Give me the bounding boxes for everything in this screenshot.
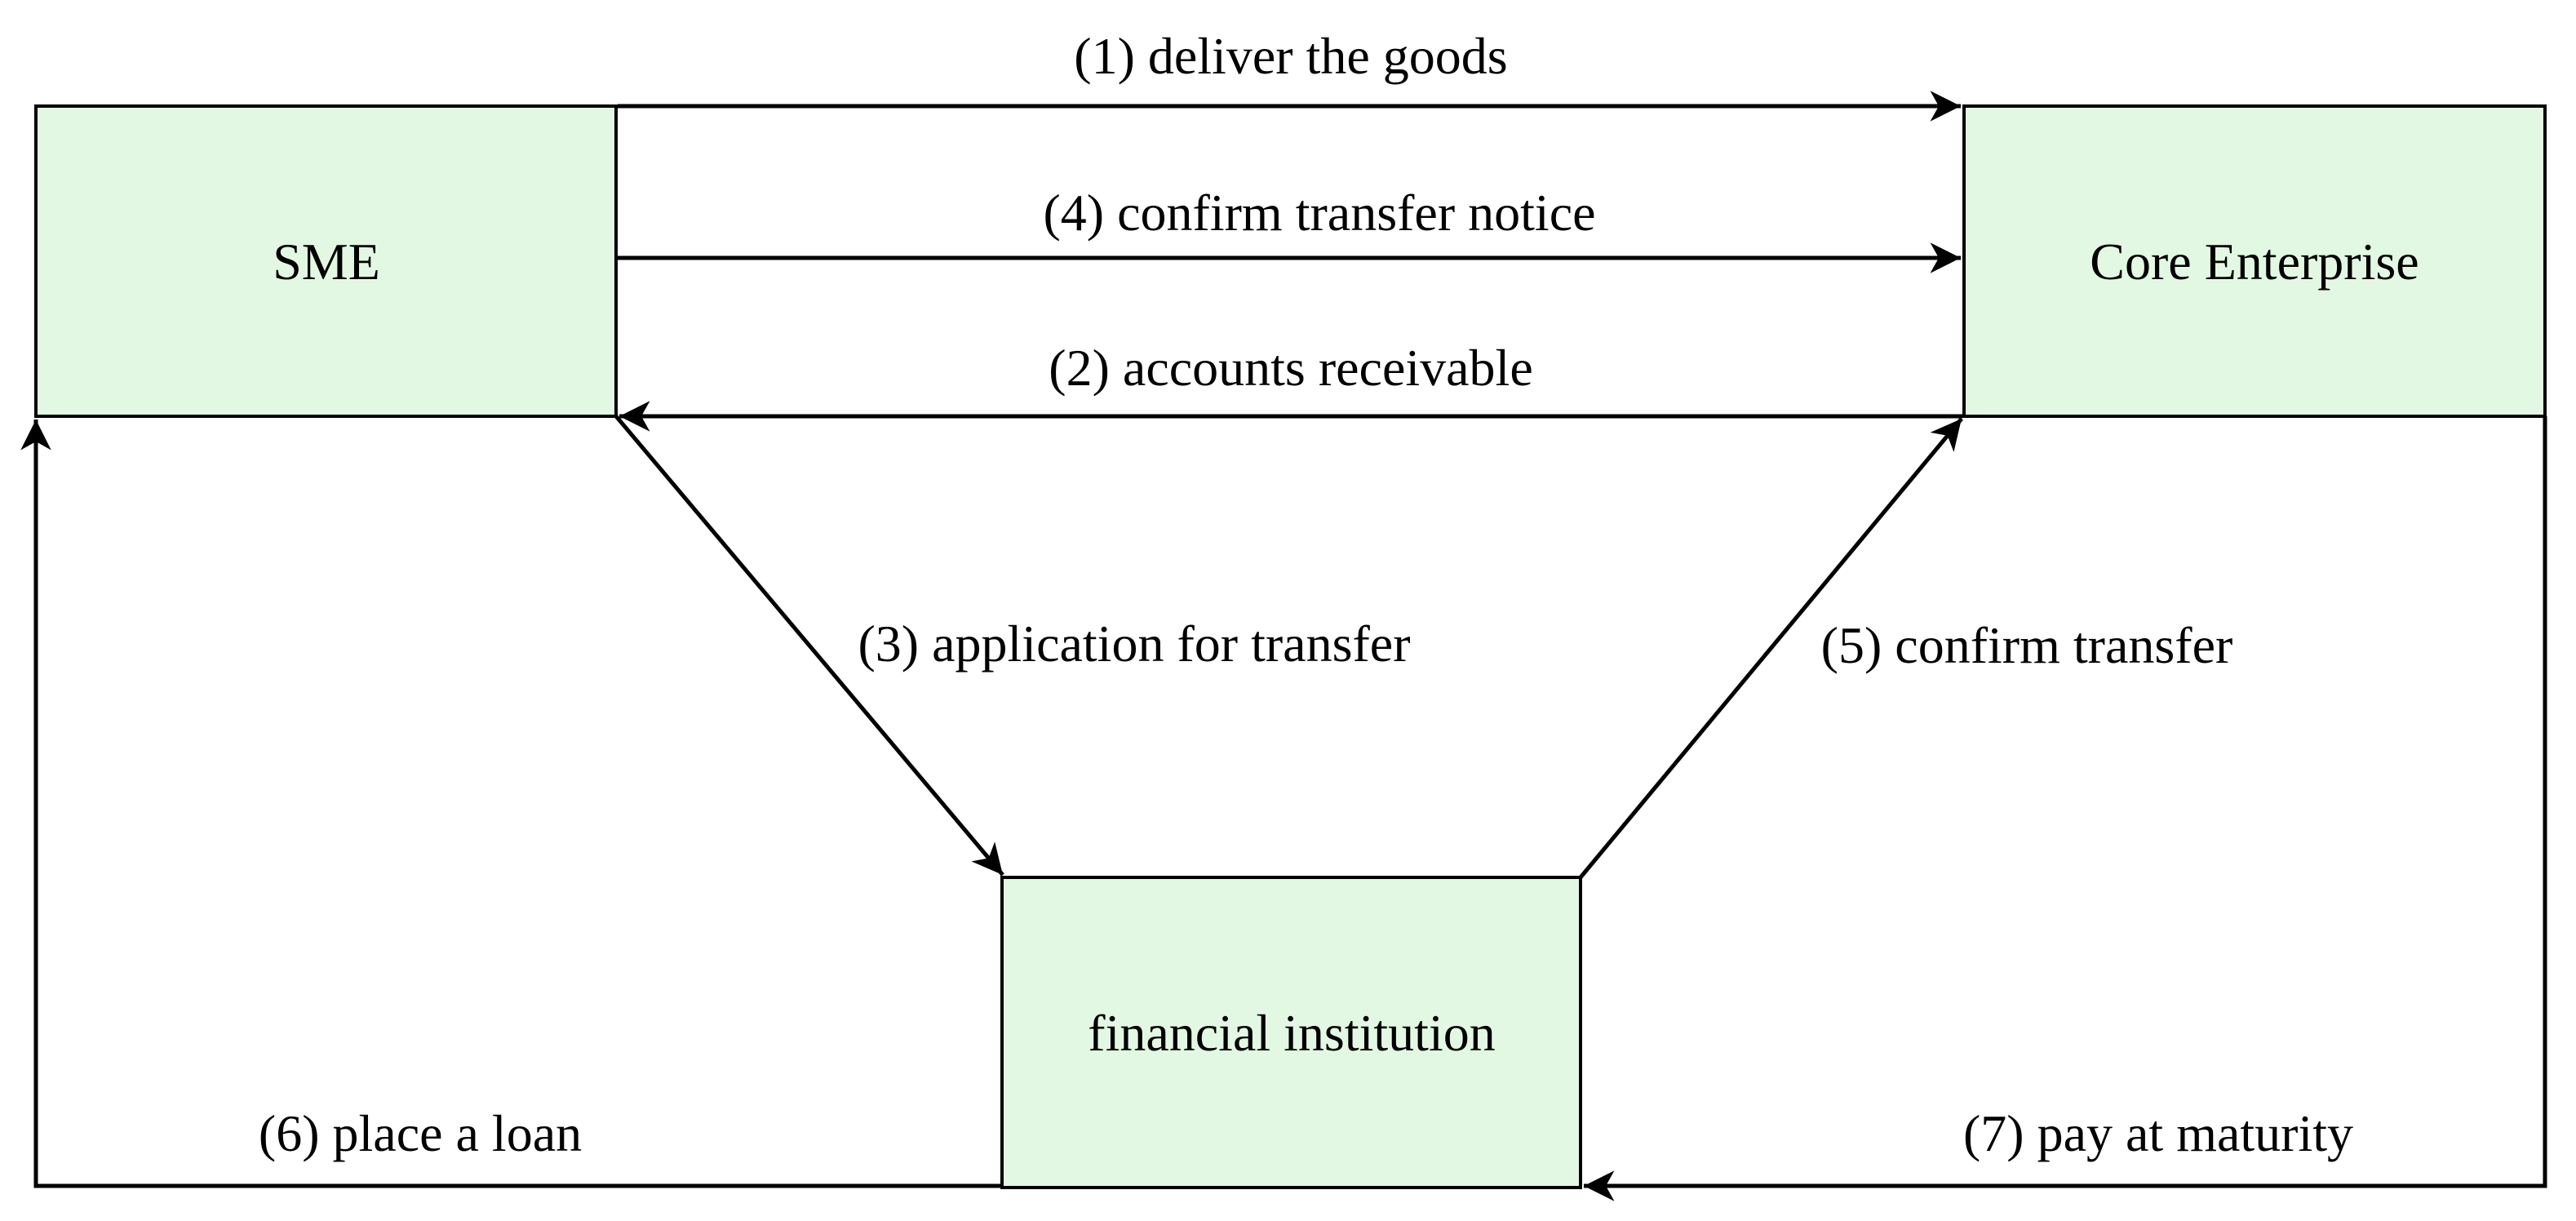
arrow-7-pay-at-maturity [1584,416,2547,1201]
arrow-5-confirm-transfer [1579,417,1963,879]
arrow-2-label: (2) accounts receivable [1049,339,1532,397]
node-financial-institution-box [1000,876,1582,1189]
arrow-7-label: (7) pay at maturity [1963,1104,2353,1162]
node-financial-institution: financial institution [1000,876,1582,1189]
arrow-6-place-a-loan [20,420,1002,1188]
node-sme-label: SME [273,233,380,291]
node-core-enterprise-box [1962,104,2547,418]
node-financial-institution-label: financial institution [1088,1004,1495,1062]
node-core-enterprise-label: Core Enterprise [2090,233,2419,291]
arrow-1-label: (1) deliver the goods [1074,27,1507,85]
arrow-4-label: (4) confirm transfer notice [1043,184,1595,242]
flow-arrows [20,91,2547,1201]
node-sme-box [34,104,618,418]
node-core-enterprise: Core Enterprise [1962,104,2547,418]
node-sme: SME [34,104,618,418]
arrow-5-label: (5) confirm transfer [1821,616,2233,674]
arrow-3-application-for-transfer [614,415,1004,877]
arrow-6-label: (6) place a loan [259,1104,582,1162]
arrow-3-label: (3) application for transfer [858,615,1410,673]
flow-labels: (1) deliver the goods (4) confirm transf… [259,27,2353,1162]
